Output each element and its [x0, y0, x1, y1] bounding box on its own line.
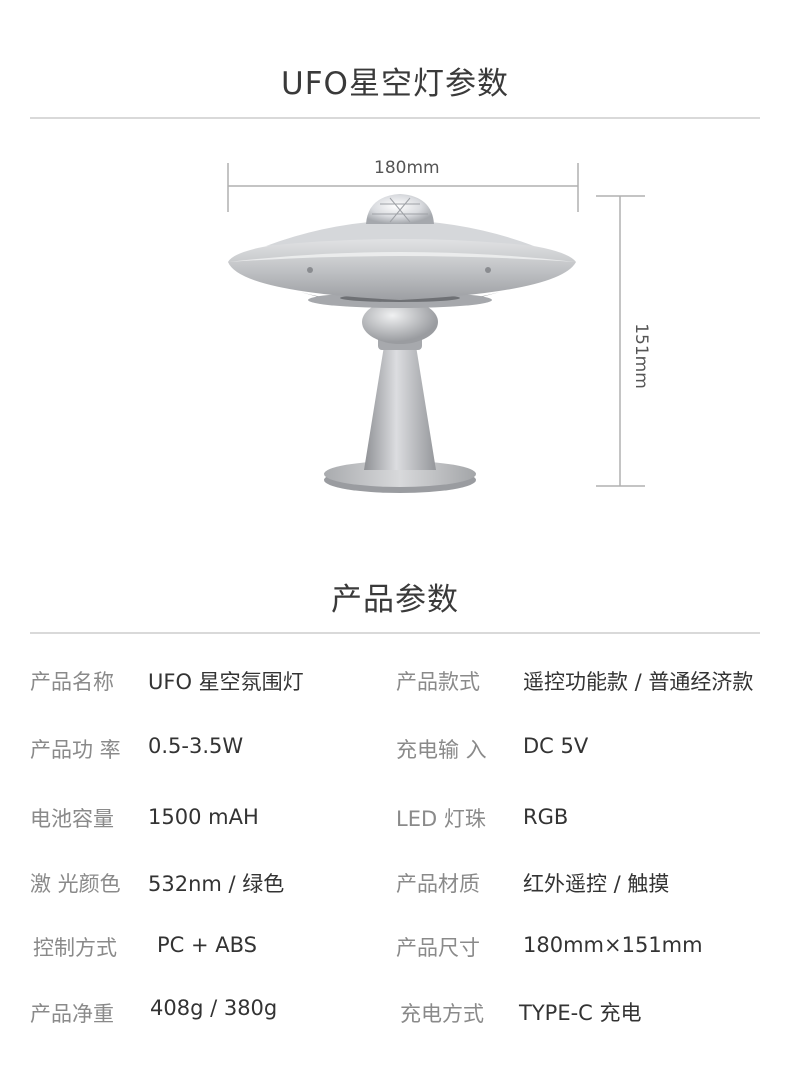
product-figure: 180mm 151mm [227, 158, 651, 493]
spec-label: 产品名称 [30, 670, 114, 694]
spec-value: 532nm / 绿色 [148, 872, 285, 896]
width-dimension-line [227, 163, 579, 212]
spec-value: 红外遥控 / 触摸 [523, 872, 670, 896]
spec-label: 充电输 入 [396, 738, 487, 762]
spec-label: 充电方式 [400, 1002, 484, 1026]
spec-value: UFO 星空氛围灯 [148, 670, 304, 694]
spec-value: 0.5-3.5W [148, 734, 244, 758]
section-divider [30, 632, 760, 634]
ufo-lamp-illustration [227, 163, 645, 493]
spec-value: PC + ABS [157, 933, 258, 957]
title-divider [30, 117, 760, 119]
width-label: 180mm [374, 158, 440, 178]
spec-label: 产品净重 [30, 1002, 114, 1026]
spec-label: 产品款式 [396, 670, 480, 694]
height-dimension-line [596, 195, 645, 487]
height-label: 151mm [630, 323, 651, 389]
spec-label: 激 光颜色 [30, 872, 121, 896]
section-title: 产品参数 [331, 582, 459, 618]
spec-value: 408g / 380g [150, 996, 278, 1020]
spec-value: DC 5V [523, 734, 589, 758]
spec-label: 电池容量 [30, 807, 114, 831]
spec-label: 产品功 率 [30, 738, 121, 762]
spec-label: LED 灯珠 [396, 807, 486, 831]
spec-value: 180mm×151mm [523, 933, 703, 957]
spec-label: 产品尺寸 [396, 936, 480, 960]
spec-label: 产品材质 [396, 872, 480, 896]
spec-value: 1500 mAH [148, 805, 259, 829]
spec-value: 遥控功能款 / 普通经济款 [523, 670, 754, 694]
spec-value: RGB [523, 805, 569, 829]
page-title: UFO星空灯参数 [281, 66, 509, 102]
spec-label: 控制方式 [33, 936, 117, 960]
spec-value: TYPE-C 充电 [519, 1001, 642, 1025]
